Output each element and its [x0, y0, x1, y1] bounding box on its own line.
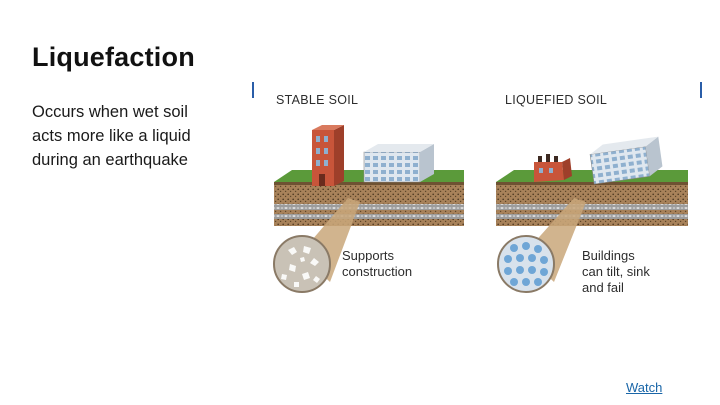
body-line-3: during an earthquake — [32, 151, 188, 169]
liquefied-soil-heading: LIQUEFIED SOIL — [505, 93, 607, 107]
watch-link[interactable]: Watch — [626, 380, 663, 395]
stable-soil-magnifier — [273, 198, 360, 293]
tilted-glass-building-icon — [589, 136, 663, 185]
liquefied-callout-line-2: can tilt, sink — [582, 264, 650, 279]
body-line-2: acts more like a liquid — [32, 127, 191, 145]
liquefied-callout-line-3: and fail — [582, 280, 624, 295]
brick-building-icon — [312, 125, 344, 186]
frame-tick-left — [252, 82, 254, 98]
liquefied-soil-block — [496, 170, 688, 226]
frame-tick-right — [700, 82, 702, 98]
stable-callout-line-2: construction — [342, 264, 412, 279]
slide-title: Liquefaction — [32, 42, 195, 72]
slide-body: Occurs when wet soil acts more like a li… — [32, 100, 237, 172]
glass-building-icon — [363, 144, 434, 183]
body-line-1: Occurs when wet soil — [32, 103, 188, 121]
stable-callout-line-1: Supports — [342, 248, 395, 263]
stable-soil-heading: STABLE SOIL — [276, 93, 358, 107]
stable-callout: Supports construction — [342, 248, 412, 279]
sunken-brick-building-icon — [534, 154, 572, 182]
liquefied-callout: Buildings can tilt, sink and fail — [582, 248, 654, 295]
liquefied-callout-line-1: Buildings — [582, 248, 635, 263]
liquefaction-diagram: STABLE SOIL LIQUEFIED SOIL — [252, 82, 702, 295]
liquefied-soil-magnifier — [497, 198, 586, 293]
